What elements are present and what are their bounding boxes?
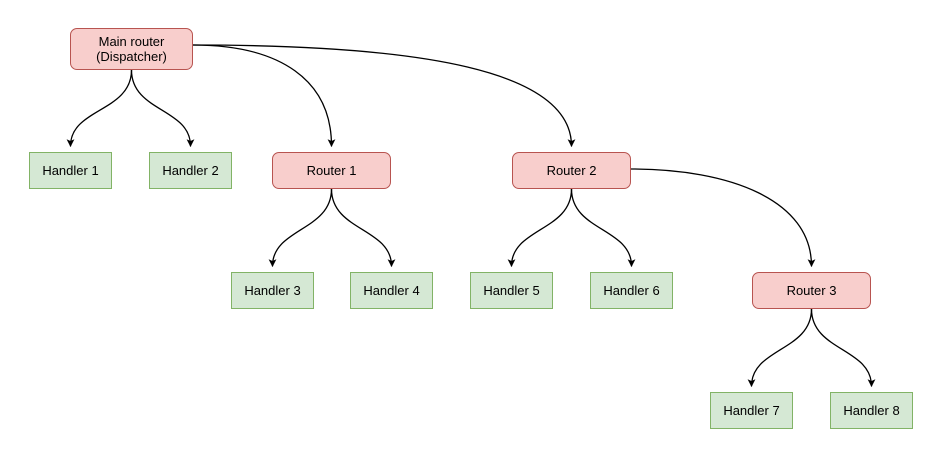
node-label-main-router: Main router (Dispatcher): [96, 34, 167, 64]
node-handler-1[interactable]: Handler 1: [29, 152, 112, 189]
node-handler-3[interactable]: Handler 3: [231, 272, 314, 309]
node-handler-8[interactable]: Handler 8: [830, 392, 913, 429]
node-label-router-2: Router 2: [546, 163, 597, 178]
node-router-3[interactable]: Router 3: [752, 272, 871, 309]
node-label-handler-3: Handler 3: [244, 283, 301, 298]
node-router-2[interactable]: Router 2: [512, 152, 631, 189]
node-label-handler-8: Handler 8: [843, 403, 900, 418]
node-label-handler-2: Handler 2: [162, 163, 219, 178]
edge-router-1-to-handler-4: [330, 188, 396, 268]
node-main-router[interactable]: Main router (Dispatcher): [70, 28, 193, 70]
edge-router-3-to-handler-8: [810, 308, 876, 388]
node-router-1[interactable]: Router 1: [272, 152, 391, 189]
node-handler-2[interactable]: Handler 2: [149, 152, 232, 189]
node-label-handler-4: Handler 4: [363, 283, 420, 298]
edge-main-to-router-2: [192, 44, 576, 148]
edge-main-to-router-1: [192, 44, 336, 148]
node-label-handler-6: Handler 6: [603, 283, 660, 298]
node-label-handler-5: Handler 5: [483, 283, 540, 298]
node-label-handler-7: Handler 7: [723, 403, 780, 418]
node-handler-6[interactable]: Handler 6: [590, 272, 673, 309]
node-handler-7[interactable]: Handler 7: [710, 392, 793, 429]
node-label-router-1: Router 1: [306, 163, 357, 178]
node-label-router-3: Router 3: [786, 283, 837, 298]
edge-router-2-to-router-3: [630, 168, 816, 268]
edge-router-2-to-handler-5: [507, 188, 573, 268]
edge-main-to-handler-2: [130, 69, 195, 148]
node-label-handler-1: Handler 1: [42, 163, 99, 178]
edge-router-2-to-handler-6: [570, 188, 636, 268]
edges-group: [66, 44, 876, 388]
edge-router-3-to-handler-7: [747, 308, 813, 388]
node-handler-5[interactable]: Handler 5: [470, 272, 553, 309]
edge-main-to-handler-1: [66, 69, 133, 148]
edge-router-1-to-handler-3: [268, 188, 333, 268]
node-handler-4[interactable]: Handler 4: [350, 272, 433, 309]
